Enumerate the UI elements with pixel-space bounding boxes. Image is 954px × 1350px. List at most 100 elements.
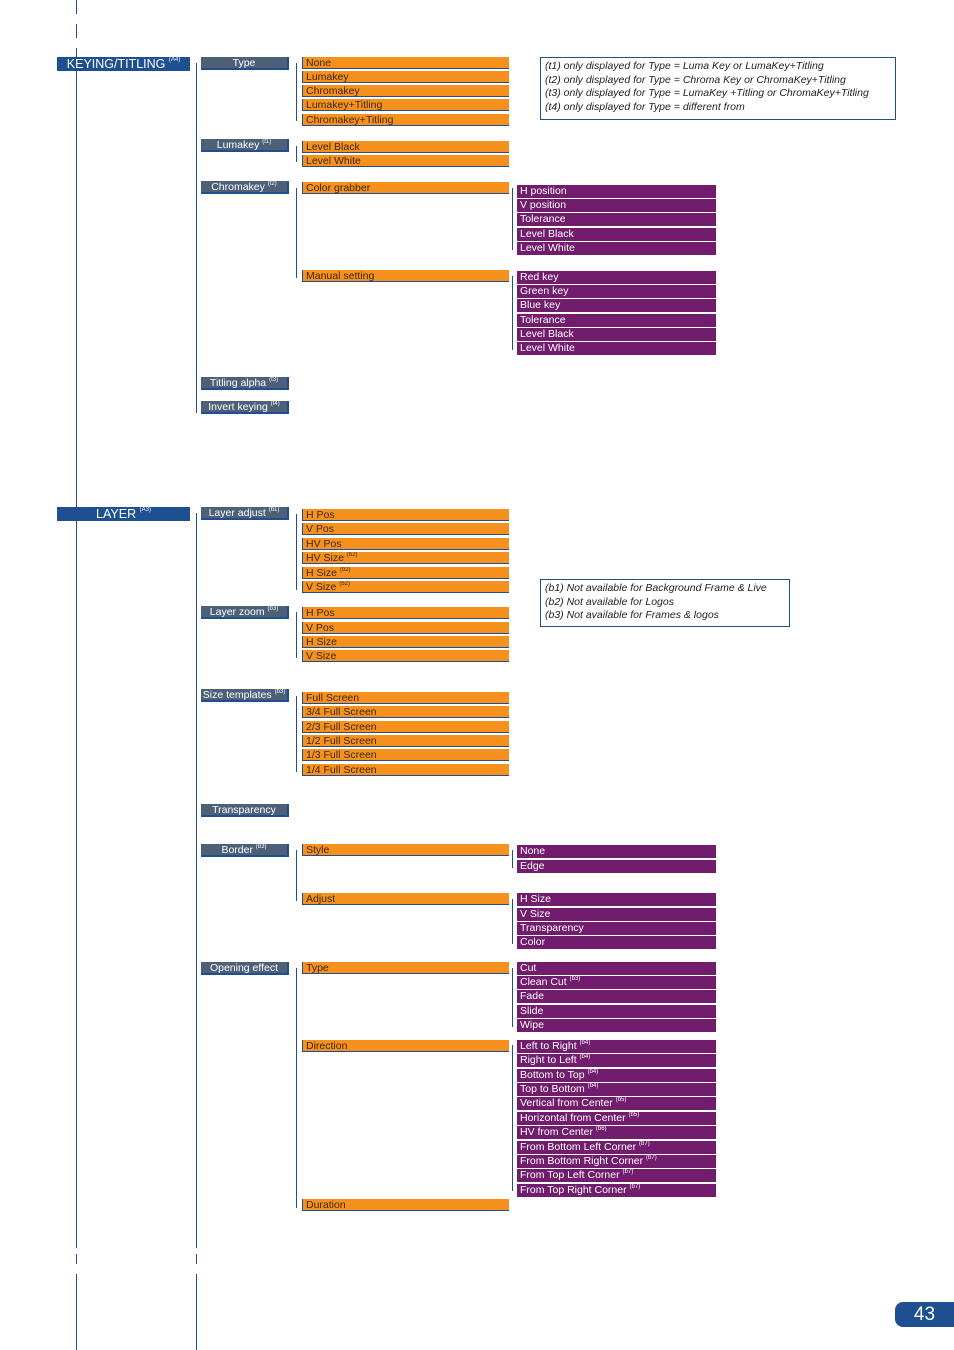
tree-line bbox=[196, 1274, 197, 1350]
border-adjust-item[interactable]: Adjust bbox=[302, 893, 509, 905]
chromakey-item[interactable]: Chromakey (t2) bbox=[201, 181, 289, 194]
st-1-4-full-screen[interactable]: 1/4 Full Screen bbox=[302, 764, 509, 776]
layer-notes: (b1) Not available for Background Frame … bbox=[540, 579, 790, 627]
manual-setting-item[interactable]: Manual setting bbox=[302, 270, 509, 282]
type-item[interactable]: Type bbox=[201, 57, 289, 70]
border-adjust-h-size[interactable]: H Size bbox=[517, 893, 716, 906]
ms-green-key[interactable]: Green key bbox=[517, 285, 716, 298]
st-full-screen[interactable]: Full Screen bbox=[302, 692, 509, 704]
note-line: (b2) Not available for Logos bbox=[545, 595, 674, 608]
lz-h-size[interactable]: H Size bbox=[302, 636, 509, 648]
dir-from-top-right-corner[interactable]: From Top Right Corner (b7) bbox=[517, 1184, 716, 1197]
lz-v-size[interactable]: V Size bbox=[302, 650, 509, 662]
tree-line bbox=[296, 63, 297, 121]
la-v-size[interactable]: V Size (b2) bbox=[302, 581, 509, 593]
dir-left-to-right[interactable]: Left to Right (b4) bbox=[517, 1040, 716, 1053]
oe-direction-item[interactable]: Direction bbox=[302, 1040, 509, 1052]
la-hv-pos[interactable]: HV Pos bbox=[302, 538, 509, 550]
la-hv-size[interactable]: HV Size (b2) bbox=[302, 552, 509, 564]
lz-h-pos[interactable]: H Pos bbox=[302, 607, 509, 619]
spine-dash bbox=[76, 0, 77, 14]
oe-type-slide[interactable]: Slide bbox=[517, 1005, 716, 1018]
cg-v-position[interactable]: V position bbox=[517, 199, 716, 212]
oe-duration-item[interactable]: Duration bbox=[302, 1199, 509, 1211]
tree-line bbox=[512, 968, 513, 1027]
dir-right-to-left[interactable]: Right to Left (b4) bbox=[517, 1054, 716, 1067]
type-option-lumakey[interactable]: Lumakey bbox=[302, 71, 509, 83]
dir-bottom-to-top[interactable]: Bottom to Top (b4) bbox=[517, 1069, 716, 1082]
tree-line bbox=[296, 188, 297, 278]
border-adjust-v-size[interactable]: V Size bbox=[517, 908, 716, 921]
ms-red-key[interactable]: Red key bbox=[517, 271, 716, 284]
st-2-3-full-screen[interactable]: 2/3 Full Screen bbox=[302, 721, 509, 733]
ms-blue-key[interactable]: Blue key bbox=[517, 299, 716, 312]
lumakey-level-black[interactable]: Level Black bbox=[302, 141, 509, 153]
dir-top-to-bottom[interactable]: Top to Bottom (b4) bbox=[517, 1083, 716, 1096]
border-item[interactable]: Border (b3) bbox=[201, 844, 289, 857]
border-style-item[interactable]: Style bbox=[302, 844, 509, 856]
transparency-item[interactable]: Transparency bbox=[201, 804, 289, 817]
type-option-chromakey[interactable]: Chromakey bbox=[302, 85, 509, 97]
st-3-4-full-screen[interactable]: 3/4 Full Screen bbox=[302, 706, 509, 718]
cg-tolerance[interactable]: Tolerance bbox=[517, 213, 716, 226]
dir-from-top-left-corner[interactable]: From Top Left Corner (b7) bbox=[517, 1169, 716, 1182]
type-option-lumakey-titling[interactable]: Lumakey+Titling bbox=[302, 99, 509, 111]
note-line: (t2) only displayed for Type = Chroma Ke… bbox=[545, 73, 846, 86]
tree-line bbox=[512, 276, 513, 350]
opening-effect-item[interactable]: Opening effect bbox=[201, 962, 289, 975]
oe-type-cut[interactable]: Cut bbox=[517, 962, 716, 975]
tree-line bbox=[196, 513, 197, 1248]
tree-line bbox=[512, 850, 513, 868]
ms-tolerance[interactable]: Tolerance bbox=[517, 314, 716, 327]
type-option-none[interactable]: None bbox=[302, 57, 509, 69]
tree-line bbox=[296, 146, 297, 162]
dir-vertical-from-center[interactable]: Vertical from Center (b5) bbox=[517, 1097, 716, 1110]
oe-type-wipe[interactable]: Wipe bbox=[517, 1019, 716, 1032]
tree-line bbox=[512, 188, 513, 250]
type-option-chromakey-titling[interactable]: Chromakey+Titling bbox=[302, 114, 509, 126]
layer-zoom-item[interactable]: Layer zoom (b3) bbox=[201, 606, 289, 619]
tree-line bbox=[296, 850, 297, 901]
oe-type-clean-cut[interactable]: Clean Cut (b3) bbox=[517, 976, 716, 989]
page-number: 43 bbox=[895, 1302, 954, 1327]
la-h-size[interactable]: H Size (b2) bbox=[302, 567, 509, 579]
layer-adjust-item[interactable]: Layer adjust (b1) bbox=[201, 507, 289, 520]
lumakey-level-white[interactable]: Level White bbox=[302, 155, 509, 167]
note-line: (t4) only displayed for Type = different… bbox=[545, 100, 745, 113]
keying-notes: (t1) only displayed for Type = Luma Key … bbox=[540, 57, 896, 120]
dir-from-bottom-right-corner[interactable]: From Bottom Right Corner (b7) bbox=[517, 1155, 716, 1168]
section-layer: LAYER (A3) bbox=[57, 507, 190, 521]
border-style-none[interactable]: None bbox=[517, 845, 716, 858]
border-adjust-color[interactable]: Color bbox=[517, 936, 716, 949]
titling-alpha-item[interactable]: Titling alpha (t3) bbox=[201, 377, 289, 390]
section-keying-titling: KEYING/TITLING (A4) bbox=[57, 57, 190, 71]
border-style-edge[interactable]: Edge bbox=[517, 860, 716, 873]
oe-type-fade[interactable]: Fade bbox=[517, 990, 716, 1003]
dir-horizontal-from-center[interactable]: Horizontal from Center (b5) bbox=[517, 1112, 716, 1125]
st-1-2-full-screen[interactable]: 1/2 Full Screen bbox=[302, 735, 509, 747]
ms-level-white[interactable]: Level White bbox=[517, 342, 716, 355]
lz-v-pos[interactable]: V Pos bbox=[302, 622, 509, 634]
tree-line bbox=[296, 968, 297, 1208]
invert-keying-item[interactable]: Invert keying (t4) bbox=[201, 401, 289, 414]
spine-dash bbox=[76, 24, 77, 38]
la-v-pos[interactable]: V Pos bbox=[302, 523, 509, 535]
color-grabber-item[interactable]: Color grabber bbox=[302, 182, 509, 194]
note-line: (t3) only displayed for Type = LumaKey +… bbox=[545, 87, 869, 99]
la-h-pos[interactable]: H Pos bbox=[302, 509, 509, 521]
cg-level-black[interactable]: Level Black bbox=[517, 228, 716, 241]
dir-from-bottom-left-corner[interactable]: From Bottom Left Corner (b7) bbox=[517, 1141, 716, 1154]
st-1-3-full-screen[interactable]: 1/3 Full Screen bbox=[302, 749, 509, 761]
tree-line bbox=[196, 63, 197, 413]
cg-h-position[interactable]: H position bbox=[517, 185, 716, 198]
tree-line bbox=[512, 899, 513, 944]
cg-level-white[interactable]: Level White bbox=[517, 242, 716, 255]
oe-type-item[interactable]: Type bbox=[302, 962, 509, 974]
border-adjust-transparency[interactable]: Transparency bbox=[517, 922, 716, 935]
dir-hv-from-center[interactable]: HV from Center (b6) bbox=[517, 1126, 716, 1139]
tree-dash bbox=[196, 1254, 197, 1264]
ms-level-black[interactable]: Level Black bbox=[517, 328, 716, 341]
lumakey-item[interactable]: Lumakey (t1) bbox=[201, 139, 289, 152]
spine-line bbox=[76, 1274, 77, 1350]
size-templates-item[interactable]: Size templates (b3) bbox=[201, 689, 289, 702]
